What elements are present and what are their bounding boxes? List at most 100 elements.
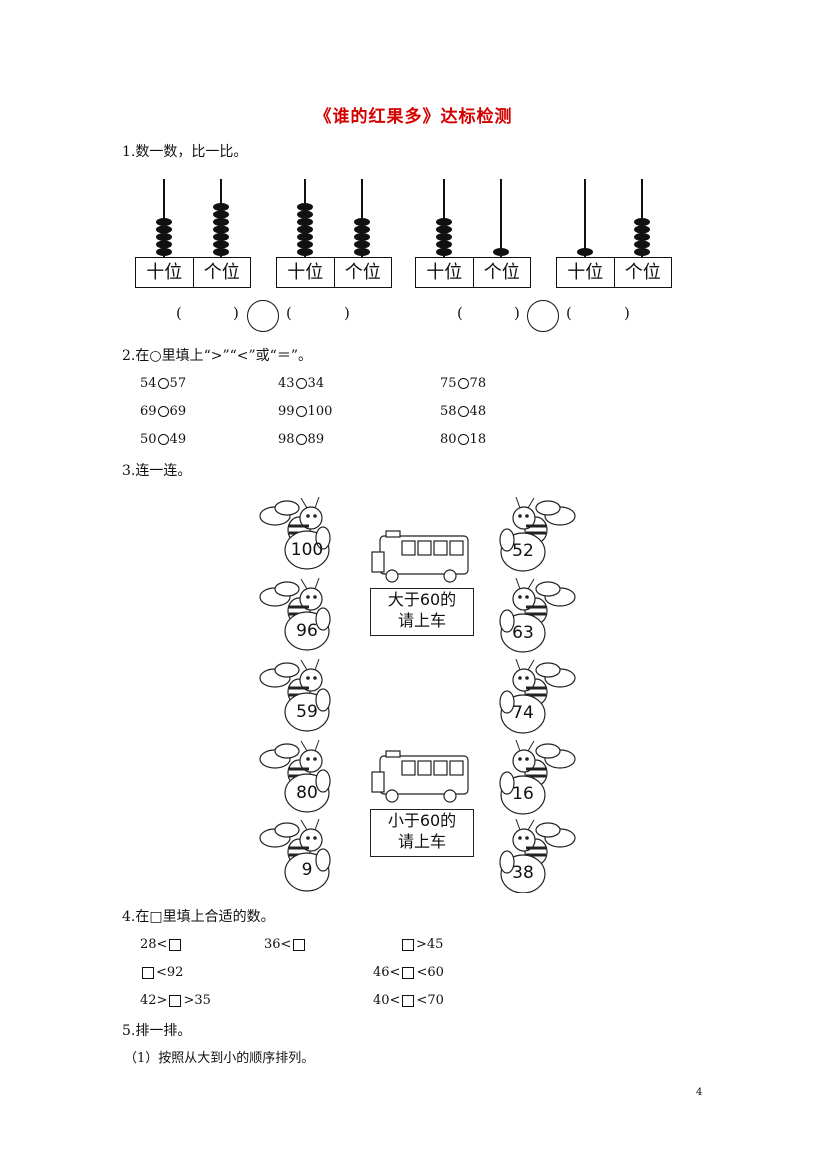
question-1-label: 1.数一数，比一比。 [122, 144, 248, 160]
honey-pot-rim [499, 690, 515, 714]
bus-window [433, 760, 448, 776]
abacus-bead-ones [354, 240, 370, 249]
abacus-bead-ones [213, 240, 229, 249]
honey-pot-rim [315, 607, 331, 631]
compare-circle-2[interactable] [527, 300, 559, 332]
bee-head [512, 506, 536, 530]
bee-antenna [515, 818, 521, 831]
fill-item: >45 [400, 937, 443, 952]
bee-antenna [314, 818, 320, 831]
bus-window [417, 540, 432, 556]
compare-circle[interactable] [457, 434, 469, 445]
compare-circle[interactable] [295, 434, 307, 445]
right-pot-number[interactable]: 74 [512, 703, 534, 723]
bus-sign-less[interactable]: 小于60的 请上车 [370, 809, 474, 857]
abacus-2: 十位 个位 [276, 257, 392, 288]
sign-line: 请上车 [397, 832, 446, 851]
abacus-bead-ones [213, 248, 229, 256]
bee-eye [306, 595, 310, 599]
honey-pot-rim [499, 528, 515, 552]
right-pot-number[interactable]: 52 [512, 541, 534, 561]
bee-antenna [527, 578, 535, 590]
right-pot-number[interactable]: 38 [512, 863, 534, 883]
left-pot-number[interactable]: 59 [296, 702, 318, 722]
abacus-bead-tens [436, 233, 452, 241]
left-pot-number[interactable]: 80 [296, 783, 318, 803]
compare-circle[interactable] [157, 434, 169, 445]
answer-box[interactable] [169, 938, 182, 951]
sign-line: 请上车 [397, 611, 446, 630]
tens-label: 十位 [567, 262, 604, 283]
answer-box[interactable] [142, 966, 154, 979]
bee-wing [274, 822, 300, 838]
bee-head [512, 749, 536, 773]
answer-paren-open-3: ( [457, 304, 463, 322]
honey-pot-rim [315, 848, 331, 872]
ones-label: 个位 [472, 258, 531, 287]
compare-circle[interactable] [157, 378, 169, 389]
page-number: 4 [696, 1087, 703, 1098]
bee-head [299, 749, 323, 773]
abacus-bead-tens [436, 218, 452, 226]
answer-box[interactable] [402, 994, 415, 1007]
right-pot-number[interactable]: 63 [512, 623, 534, 643]
answer-box[interactable] [293, 938, 306, 951]
left-pot-number[interactable]: 96 [296, 621, 318, 641]
abacus-bead-ones [354, 233, 370, 241]
bee-eye [313, 676, 317, 680]
bee-antenna [300, 740, 308, 752]
bee-eye [306, 676, 310, 680]
abacus-bead-tens [297, 218, 313, 226]
bus-wheel [443, 789, 457, 803]
bee-eye [313, 836, 317, 840]
abacus-bead-tens [156, 240, 172, 249]
question-4-label: 4.在□里填上合适的数。 [122, 909, 275, 925]
answer-box[interactable] [402, 966, 415, 979]
question-5-label: 5.排一排。 [122, 1023, 192, 1039]
abacus-bead-tens [156, 233, 172, 241]
answer-box[interactable] [402, 938, 414, 951]
answer-paren-open-2: ( [286, 304, 292, 322]
abacus-bead-ones [213, 225, 229, 234]
fill-item: 36< [264, 937, 307, 952]
bee-antenna [300, 659, 308, 671]
compare-circle[interactable] [295, 378, 307, 389]
compare-circle[interactable] [457, 378, 469, 389]
tens-label: 十位 [426, 262, 463, 283]
sign-line: 大于60的 [387, 590, 457, 609]
bee-eye [518, 757, 522, 761]
honey-pot-rim [315, 688, 331, 712]
bus-window [401, 540, 416, 556]
abacus-bead-tens [156, 225, 172, 234]
abacus-bead-tens [297, 203, 313, 211]
bee-eye [518, 676, 522, 680]
question-3-label: 3.连一连。 [122, 463, 192, 479]
ones-label: 个位 [613, 258, 672, 287]
left-pot-number[interactable]: 9 [301, 860, 313, 880]
answer-box[interactable] [169, 994, 182, 1007]
abacus-bead-tens [297, 248, 313, 256]
compare-circle[interactable] [295, 406, 307, 417]
abacus-bead-ones [634, 240, 650, 249]
bus-roof-rack [385, 750, 401, 758]
bus-sign-greater[interactable]: 大于60的 请上车 [370, 588, 474, 636]
abacus-bead-ones [354, 248, 370, 256]
bee-eye [518, 595, 522, 599]
fill-item: 28< [140, 937, 183, 952]
bee-antenna [314, 658, 320, 671]
bee-antenna [300, 819, 308, 831]
right-pot-number[interactable]: 16 [512, 784, 534, 804]
abacus-bead-ones [634, 248, 650, 256]
honey-pot-rim [315, 769, 331, 793]
left-pot-number[interactable]: 100 [290, 540, 324, 560]
compare-circle[interactable] [157, 406, 169, 417]
answer-paren-close-2: ) [344, 304, 350, 322]
compare-circle-1[interactable] [247, 300, 279, 332]
compare-circle[interactable] [457, 406, 469, 417]
bee-eye [306, 514, 310, 518]
bee-antenna [515, 577, 521, 590]
